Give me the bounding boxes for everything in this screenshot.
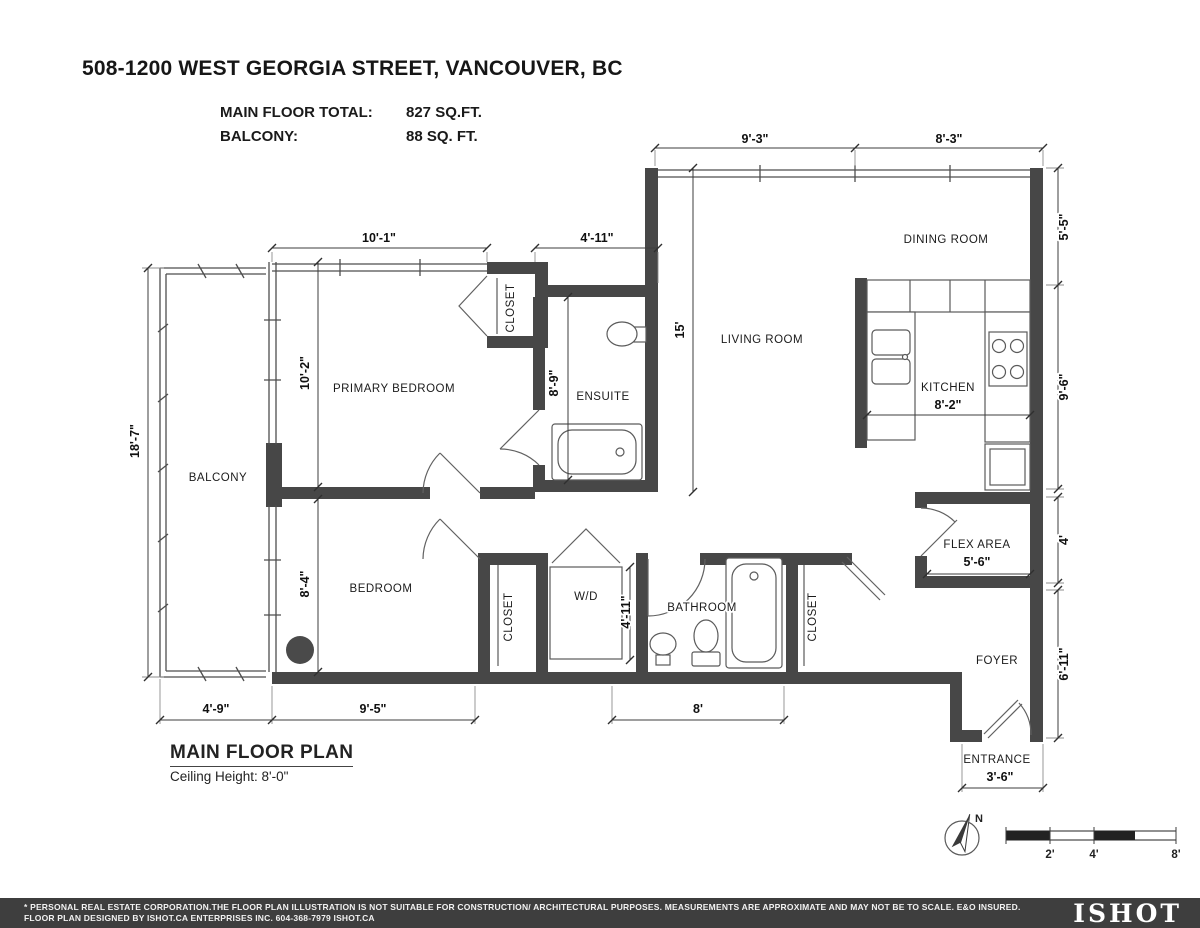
flex-area-door xyxy=(920,507,958,557)
dim-right-kitchen: 9'-6" xyxy=(1057,373,1071,400)
compass-needle-icon xyxy=(951,814,971,854)
main-floor-value: 827 SQ.FT. xyxy=(406,103,482,121)
entrance-door xyxy=(983,699,1032,739)
extension-lines xyxy=(142,150,1064,792)
primary-closet-bifold-door xyxy=(458,275,488,337)
plan-caption: MAIN FLOOR PLAN Ceiling Height: 8'-0" xyxy=(170,742,354,784)
toilet xyxy=(691,619,721,667)
room-label-balcony: BALCONY xyxy=(189,472,247,484)
dim-ensuite-depth: 8'-9" xyxy=(547,369,561,396)
windows xyxy=(264,165,1030,672)
room-label-living: LIVING ROOM xyxy=(721,334,803,346)
room-label-primary-bedroom: PRIMARY BEDROOM xyxy=(333,383,455,395)
scale-label-2ft: 2' xyxy=(1045,849,1054,861)
north-label: N xyxy=(975,813,983,825)
room-label-kitchen: KITCHEN xyxy=(921,382,975,394)
area-summary: MAIN FLOOR TOTAL: 827 SQ.FT. BALCONY: 88… xyxy=(220,100,482,148)
ensuite-sink xyxy=(606,321,647,347)
dim-balcony-length: 18'-7" xyxy=(128,424,142,458)
stove xyxy=(988,331,1028,387)
area-row-main-floor: MAIN FLOOR TOTAL: 827 SQ.FT. xyxy=(220,100,482,124)
dim-primary-depth: 10'-2" xyxy=(298,356,312,390)
closet-rods xyxy=(496,278,805,666)
dim-flex-width: 5'-6" xyxy=(964,555,991,569)
dim-primary-width: 10'-1" xyxy=(362,231,396,245)
scale-label-4ft: 4' xyxy=(1089,849,1098,861)
doors xyxy=(422,275,1032,739)
dim-entrance-width: 3'-6" xyxy=(987,770,1014,784)
column xyxy=(286,636,314,664)
dimension-ticks xyxy=(143,143,1063,793)
dim-top-living: 9'-3" xyxy=(742,132,769,146)
main-floor-label: MAIN FLOOR TOTAL: xyxy=(220,103,373,121)
footer-disclaimer: * PERSONAL REAL ESTATE CORPORATION.THE F… xyxy=(24,902,1021,912)
ceiling-height: Ceiling Height: 8'-0" xyxy=(170,769,289,784)
scale-bar: 2' 4' 8' xyxy=(1005,827,1181,861)
page-title: 508-1200 WEST GEORGIA STREET, VANCOUVER,… xyxy=(82,57,623,80)
dim-ensuite-width: 4'-11" xyxy=(580,231,613,245)
room-label-ensuite: ENSUITE xyxy=(576,391,629,403)
dim-top-dining: 8'-3" xyxy=(936,132,963,146)
dim-bottom-balcony: 4'-9" xyxy=(203,702,230,716)
foyer-closet-door xyxy=(841,556,886,601)
dim-living-depth: 15' xyxy=(673,322,687,339)
walls xyxy=(266,168,1043,742)
scale-label-8ft: 8' xyxy=(1171,849,1180,861)
dim-bottom-bathroom: 8' xyxy=(693,702,703,716)
ensuite-bathtub xyxy=(551,423,643,481)
laundry-bifold-door xyxy=(551,528,621,564)
dim-right-upper: 5'-5" xyxy=(1057,213,1071,240)
ishot-logo: ISHOT xyxy=(1073,898,1182,928)
dimension-lines xyxy=(147,147,1059,789)
room-label-foyer-closet: CLOSET xyxy=(807,592,819,641)
room-label-foyer: FOYER xyxy=(976,655,1018,667)
footer-credit: FLOOR PLAN DESIGNED BY ISHOT.CA ENTERPRI… xyxy=(24,913,375,923)
dim-right-foyer: 6'-11" xyxy=(1057,647,1071,680)
bathroom-fixtures xyxy=(649,557,783,669)
dim-bedroom-depth: 8'-4" xyxy=(298,570,312,597)
kitchen-fixtures xyxy=(866,279,1031,491)
room-label-flex-area: FLEX AREA xyxy=(943,539,1010,551)
room-label-dining: DINING ROOM xyxy=(904,234,989,246)
area-row-balcony: BALCONY: 88 SQ. FT. xyxy=(220,124,482,148)
room-label-entrance: ENTRANCE xyxy=(963,754,1030,766)
balcony-area-value: 88 SQ. FT. xyxy=(406,127,478,145)
room-label-washer-dryer: W/D xyxy=(574,591,598,603)
footer-bar: * PERSONAL REAL ESTATE CORPORATION.THE F… xyxy=(0,898,1200,928)
north-compass xyxy=(944,814,980,856)
plan-title: MAIN FLOOR PLAN xyxy=(170,742,354,767)
footer-text: * PERSONAL REAL ESTATE CORPORATION.THE F… xyxy=(24,902,1073,924)
bathroom-door xyxy=(647,558,706,617)
ensuite-door xyxy=(499,409,540,466)
room-label-bedroom: BEDROOM xyxy=(350,583,413,595)
balcony-railing xyxy=(157,263,266,682)
bedroom-door xyxy=(422,518,481,560)
kitchen-sink xyxy=(871,329,911,385)
bathroom-bathtub xyxy=(725,557,783,669)
dim-bottom-bedroom: 9'-5" xyxy=(360,702,387,716)
bathroom-sink xyxy=(649,632,677,666)
room-label-bedroom-closet: CLOSET xyxy=(503,592,515,641)
dim-right-flex: 4' xyxy=(1057,535,1071,545)
dim-bathroom-depth: 4'-11" xyxy=(619,595,633,628)
washer-dryer xyxy=(549,566,623,660)
room-label-bathroom: BATHROOM xyxy=(667,602,737,614)
balcony-area-label: BALCONY: xyxy=(220,127,299,145)
fridge xyxy=(984,443,1031,491)
room-label-primary-closet: CLOSET xyxy=(505,283,517,332)
dim-kitchen-width: 8'-2" xyxy=(935,398,962,412)
ensuite-fixtures xyxy=(551,321,647,481)
primary-bedroom-door xyxy=(422,452,481,494)
